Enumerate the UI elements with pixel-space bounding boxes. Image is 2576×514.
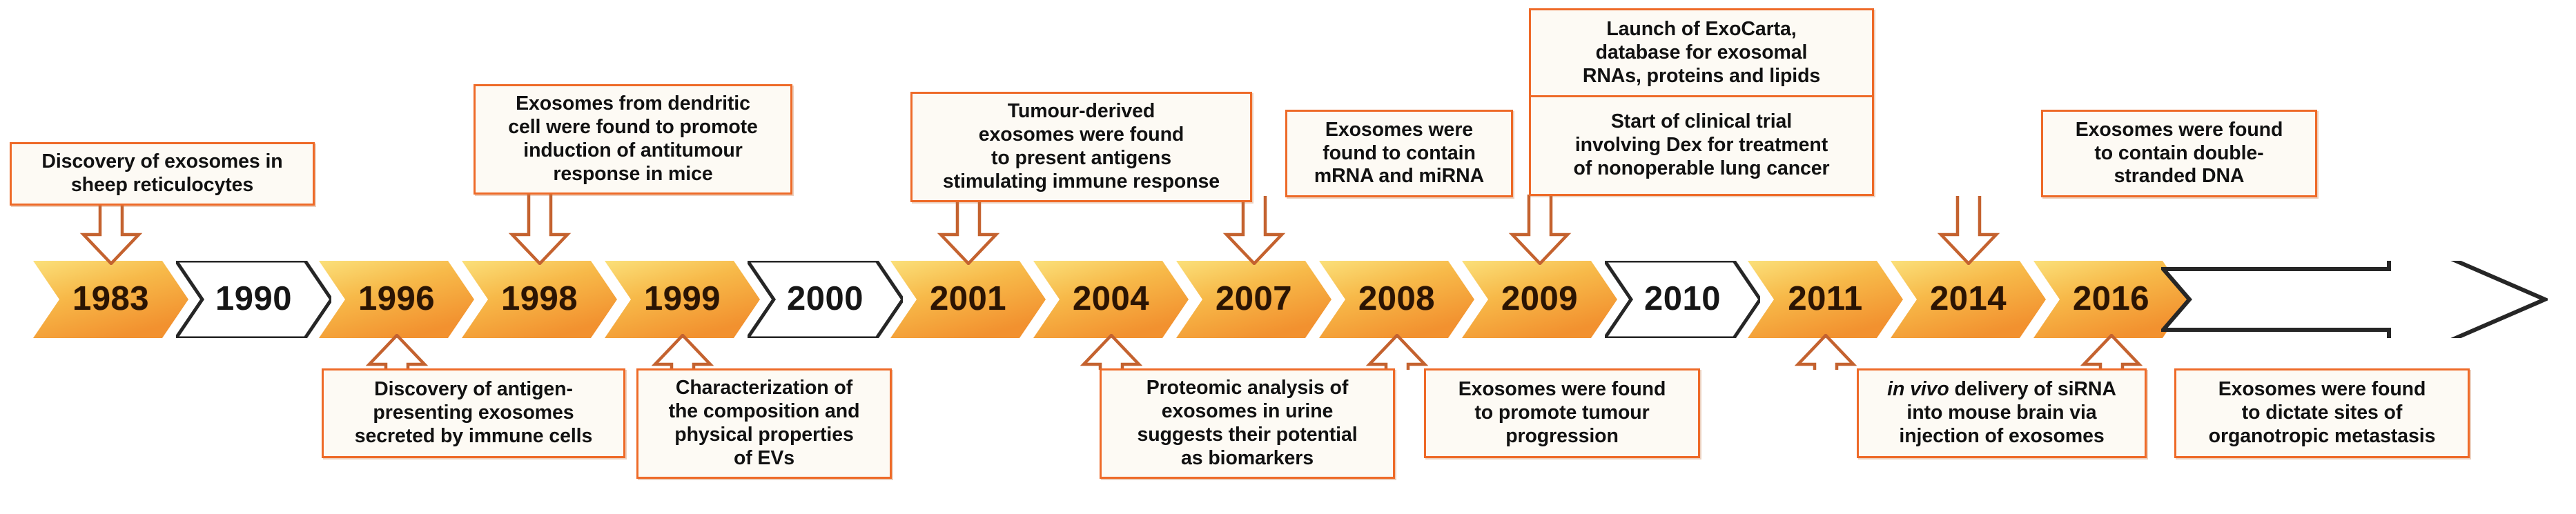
- connector-down-2007: [1217, 196, 1291, 265]
- event-text: Proteomic analysis of exosomes in urine …: [1137, 377, 1358, 469]
- connector-down-2009: [1503, 195, 1577, 265]
- event-callout-1983[interactable]: Discovery of exosomes in sheep reticuloc…: [10, 142, 315, 206]
- year-label: 2008: [1358, 279, 1435, 317]
- event-text: Exosomes were found to contain mRNA and …: [1314, 118, 1485, 188]
- timeline-year-2011[interactable]: 2011: [1748, 261, 1903, 338]
- chevron-shape: [1891, 261, 2046, 338]
- timeline-year-1999[interactable]: 1999: [605, 261, 760, 338]
- chevron-shape: [1319, 261, 1474, 338]
- year-label: 2004: [1072, 279, 1149, 317]
- event-callout-2008[interactable]: Exosomes were found to promote tumour pr…: [1424, 368, 1700, 458]
- timeline-year-1996[interactable]: 1996: [319, 261, 474, 338]
- event-callout-2004[interactable]: Proteomic analysis of exosomes in urine …: [1100, 368, 1395, 479]
- year-label: 1996: [358, 279, 435, 317]
- event-callout-cell: Start of clinical trial involving Dex fo…: [1531, 97, 1872, 194]
- year-label: 2011: [1788, 279, 1863, 317]
- event-callout-2016[interactable]: Exosomes were found to dictate sites of …: [2174, 368, 2470, 458]
- chevron-shape: [1748, 261, 1903, 338]
- year-label: 2014: [1929, 279, 2007, 317]
- chevron-shape: [748, 261, 903, 338]
- year-label: 1983: [72, 279, 149, 317]
- chevron-shape: [319, 261, 474, 338]
- year-label: 2007: [1215, 279, 1292, 317]
- timeline-year-2008[interactable]: 2008: [1319, 261, 1474, 338]
- chevron-shape: [1605, 261, 1760, 338]
- chevron-shape: [1462, 261, 1617, 338]
- event-callout-cell: Launch of ExoCarta, database for exosoma…: [1531, 10, 1872, 98]
- connector-down-2001: [931, 201, 1006, 265]
- connector-down-1983: [74, 204, 148, 265]
- connector-up-2011: [1788, 334, 1863, 370]
- event-text: Discovery of antigen- presenting exosome…: [354, 378, 593, 447]
- timeline-year-2010[interactable]: 2010: [1605, 261, 1760, 338]
- event-callout-1996[interactable]: Discovery of antigen- presenting exosome…: [322, 368, 625, 458]
- chevron-shape: [2033, 261, 2189, 338]
- timeline-year-2001[interactable]: 2001: [890, 261, 1046, 338]
- year-label: 1999: [643, 279, 721, 317]
- event-text: Exosomes were found to contain double- s…: [2075, 118, 2283, 188]
- timeline-year-2014[interactable]: 2014: [1891, 261, 2046, 338]
- timeline-band: 1983 1990 1996: [0, 261, 2576, 338]
- chevron-shape: [890, 261, 1046, 338]
- chevron-shape: [33, 261, 188, 338]
- timeline-year-2009[interactable]: 2009: [1462, 261, 1617, 338]
- arrowhead-shape: [2161, 261, 2548, 338]
- event-text: Exosomes from dendritic cell were found …: [508, 92, 758, 185]
- event-text: Exosomes were found to promote tumour pr…: [1458, 378, 1666, 447]
- timeline-year-2000[interactable]: 2000: [748, 261, 903, 338]
- timeline-year-1983[interactable]: 1983: [33, 261, 188, 338]
- event-text: Launch of ExoCarta, database for exosoma…: [1582, 17, 1821, 87]
- connector-up-1999: [645, 334, 720, 370]
- event-callout-1998[interactable]: Exosomes from dendritic cell were found …: [474, 84, 792, 195]
- timeline-year-2007[interactable]: 2007: [1176, 261, 1331, 338]
- event-text: Discovery of exosomes in sheep reticuloc…: [41, 150, 283, 196]
- connector-down-2014: [1931, 196, 2006, 265]
- event-callout-2007[interactable]: Exosomes were found to contain mRNA and …: [1285, 110, 1513, 197]
- year-label: 2009: [1501, 279, 1578, 317]
- timeline-year-1990[interactable]: 1990: [176, 261, 331, 338]
- timeline-year-2016[interactable]: 2016: [2033, 261, 2189, 338]
- event-callout-1999[interactable]: Characterization of the composition and …: [636, 368, 892, 479]
- event-callout-2001[interactable]: Tumour-derived exosomes were found to pr…: [910, 92, 1252, 202]
- event-callout-2009[interactable]: Launch of ExoCarta, database for exosoma…: [1529, 8, 1874, 196]
- event-text: Exosomes were found to dictate sites of …: [2208, 378, 2436, 447]
- connector-up-1996: [360, 334, 434, 370]
- event-text: Characterization of the composition and …: [668, 377, 860, 469]
- timeline-year-2004[interactable]: 2004: [1033, 261, 1189, 338]
- year-label: 1990: [215, 279, 292, 317]
- timeline-end-arrowhead: [2161, 261, 2548, 338]
- chevron-shape: [1033, 261, 1189, 338]
- year-label: 2010: [1643, 279, 1721, 317]
- event-text: Tumour-derived exosomes were found to pr…: [942, 100, 1220, 192]
- event-callout-2014[interactable]: Exosomes were found to contain double- s…: [2041, 110, 2317, 197]
- chevron-shape: [462, 261, 617, 338]
- year-label: 1998: [500, 279, 578, 317]
- chevron-shape: [176, 261, 331, 338]
- connector-up-2008: [1360, 334, 1434, 370]
- connector-up-2016: [2074, 334, 2149, 370]
- connector-up-2004: [1074, 334, 1149, 370]
- chevron-shape: [605, 261, 760, 338]
- timeline-year-1998[interactable]: 1998: [462, 261, 617, 338]
- year-label: 2001: [929, 279, 1006, 317]
- chevron-shape: [1176, 261, 1331, 338]
- connector-down-1998: [502, 193, 577, 265]
- event-text: Start of clinical trial involving Dex fo…: [1573, 110, 1830, 180]
- year-label: 2016: [2072, 279, 2149, 317]
- year-label: 2000: [786, 279, 863, 317]
